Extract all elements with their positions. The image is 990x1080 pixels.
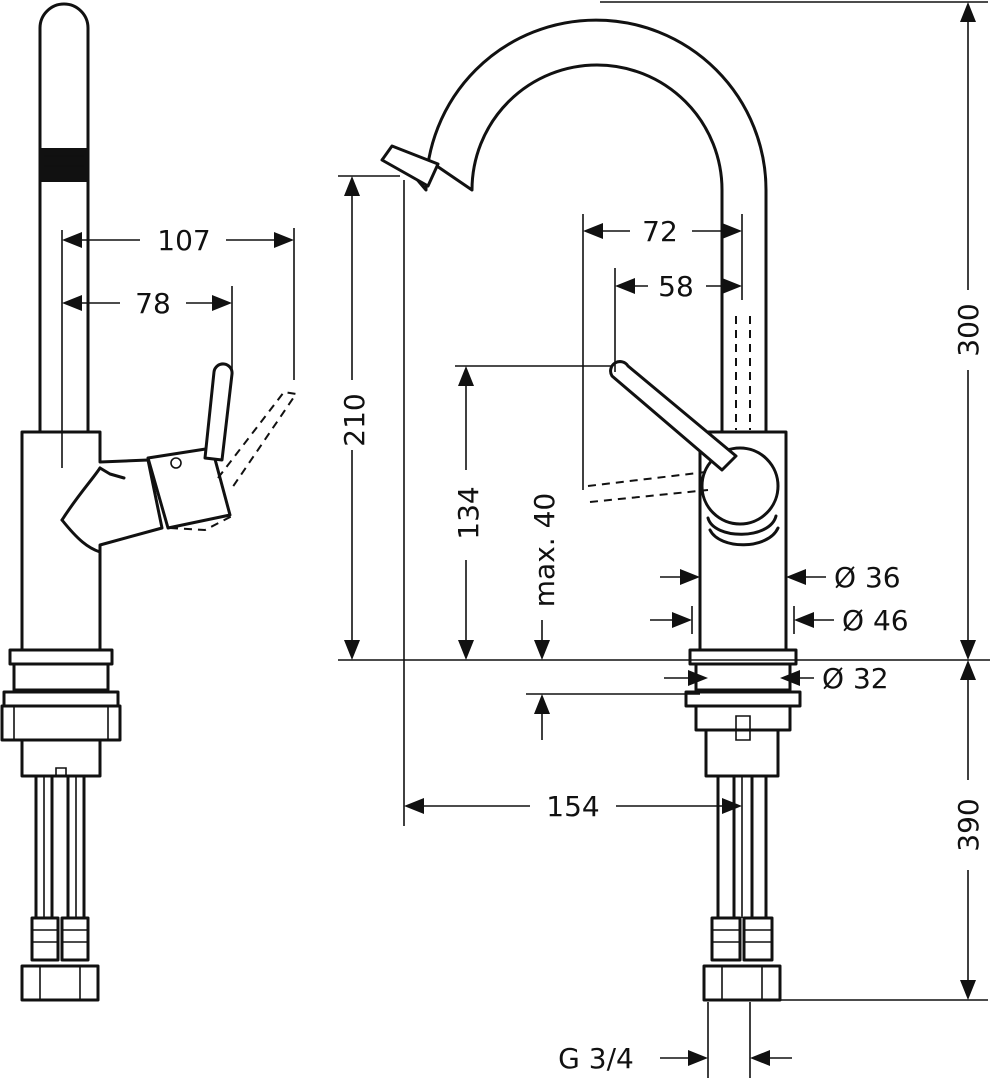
front-lever-alt <box>587 471 709 503</box>
dim-58: 58 <box>658 270 694 303</box>
side-body <box>20 430 164 652</box>
front-aerator <box>380 144 440 188</box>
side-hoses <box>34 774 86 920</box>
side-lever-alt <box>217 390 298 489</box>
front-view: 300 390 210 134 max. 40 72 <box>338 1 990 1078</box>
dim-300: 300 <box>952 303 985 356</box>
side-aerator <box>40 148 88 182</box>
dim-154: 154 <box>546 790 599 823</box>
dim-max40: max. 40 <box>528 493 561 607</box>
dim-72: 72 <box>642 215 678 248</box>
side-screw <box>170 457 182 469</box>
dim-g34: G 3/4 <box>558 1042 634 1075</box>
dim-390: 390 <box>952 798 985 851</box>
dim-210: 210 <box>338 393 371 446</box>
side-spout <box>38 2 90 434</box>
dim-d32: Ø 32 <box>822 662 889 695</box>
dim-d46: Ø 46 <box>842 604 909 637</box>
side-view: 107 78 <box>0 2 298 1002</box>
side-lever <box>203 362 234 462</box>
front-hoses <box>716 774 768 920</box>
dim-78: 78 <box>135 287 171 320</box>
front-lever <box>609 360 738 472</box>
dim-134: 134 <box>452 486 485 539</box>
front-spout <box>426 63 724 438</box>
dim-107: 107 <box>157 224 210 257</box>
dim-d36: Ø 36 <box>834 561 901 594</box>
side-cartridge <box>146 446 232 530</box>
